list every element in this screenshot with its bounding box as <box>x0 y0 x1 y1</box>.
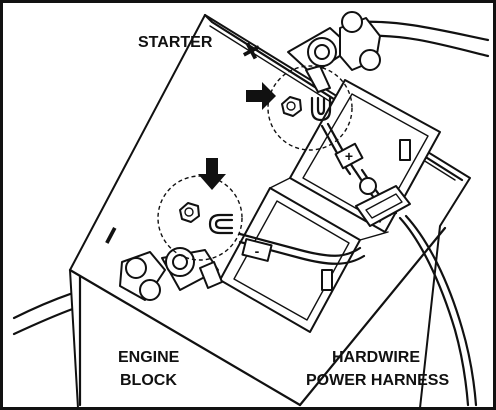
engine-block-label-line2: BLOCK <box>120 372 177 389</box>
positive-terminal <box>287 11 381 93</box>
negative-terminal <box>119 247 223 301</box>
hex-nut-icon <box>281 96 302 117</box>
harness-label-line2: POWER HARNESS <box>306 372 449 389</box>
negative-detail-callout <box>157 175 243 261</box>
ring-terminal-icon <box>310 96 332 122</box>
engine-block-label-line1: ENGINE <box>118 349 180 366</box>
svg-text:+: + <box>345 148 353 164</box>
arrow-down-icon <box>198 158 226 190</box>
negative-harness-tag: - <box>241 238 273 262</box>
hex-nut-icon <box>179 202 200 223</box>
positive-detail-callout <box>267 65 353 151</box>
positive-harness-tag: + <box>334 142 364 170</box>
ring-terminal-icon <box>208 213 234 235</box>
fuse-holder <box>355 177 411 227</box>
starter-label: STARTER <box>138 34 213 51</box>
harness-label-line1: HARDWIRE <box>332 349 420 366</box>
arrow-right-icon <box>246 82 276 110</box>
svg-text:-: - <box>255 243 260 259</box>
starter-cable <box>358 20 490 42</box>
